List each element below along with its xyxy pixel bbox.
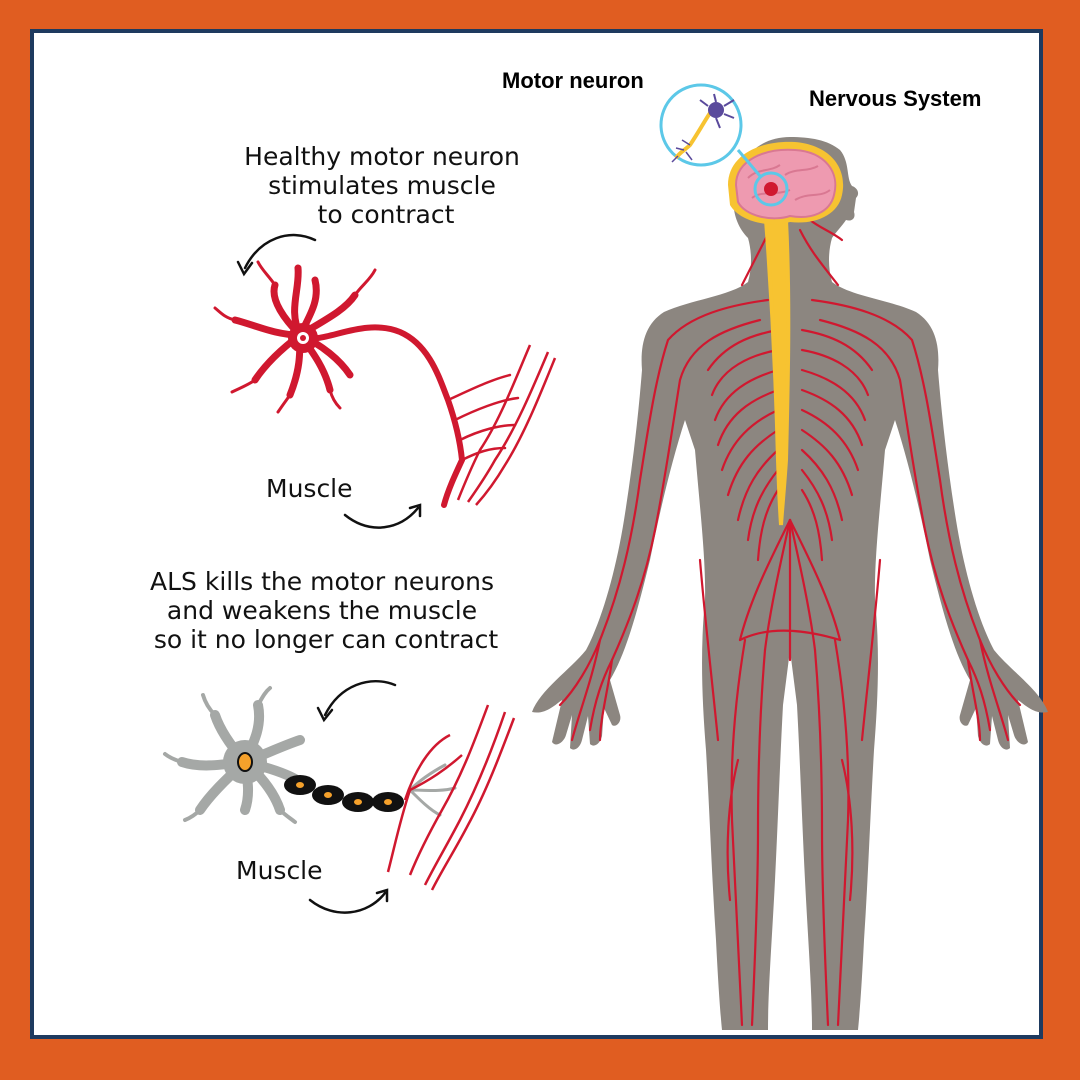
muscle-fiber-icon: [456, 344, 557, 506]
damaged-neuron-icon: [163, 686, 457, 824]
spinal-cord: [763, 218, 791, 526]
healthy-caption-line-1: Healthy motor neuron: [244, 142, 520, 171]
als-caption: ALS kills the motor neurons and weakens …: [150, 567, 502, 654]
als-caption-line-1: ALS kills the motor neurons: [150, 567, 494, 596]
healthy-caption-line-2: stimulates muscle: [268, 171, 496, 200]
muscle-fiber-icon-bottom: [408, 704, 516, 891]
nervous-system-label: Nervous System: [809, 86, 981, 111]
nerve-network: [558, 218, 1022, 1027]
motor-neuron-label: Motor neuron: [502, 68, 644, 93]
curved-arrow-icon: [236, 233, 422, 914]
magnifier-circle-icon: [659, 83, 762, 177]
healthy-caption: Healthy motor neuron stimulates muscle t…: [244, 142, 528, 229]
bottom-nerve-branch: [386, 733, 463, 873]
brain-icon: [728, 141, 844, 225]
als-caption-line-3: so it no longer can contract: [154, 625, 498, 654]
healthy-neuron-icon: [213, 260, 520, 508]
muscle-label-top: Muscle: [266, 474, 353, 503]
muscle-label-bottom: Muscle: [236, 856, 323, 885]
als-caption-line-2: and weakens the muscle: [167, 596, 477, 625]
healthy-caption-line-3: to contract: [318, 200, 455, 229]
